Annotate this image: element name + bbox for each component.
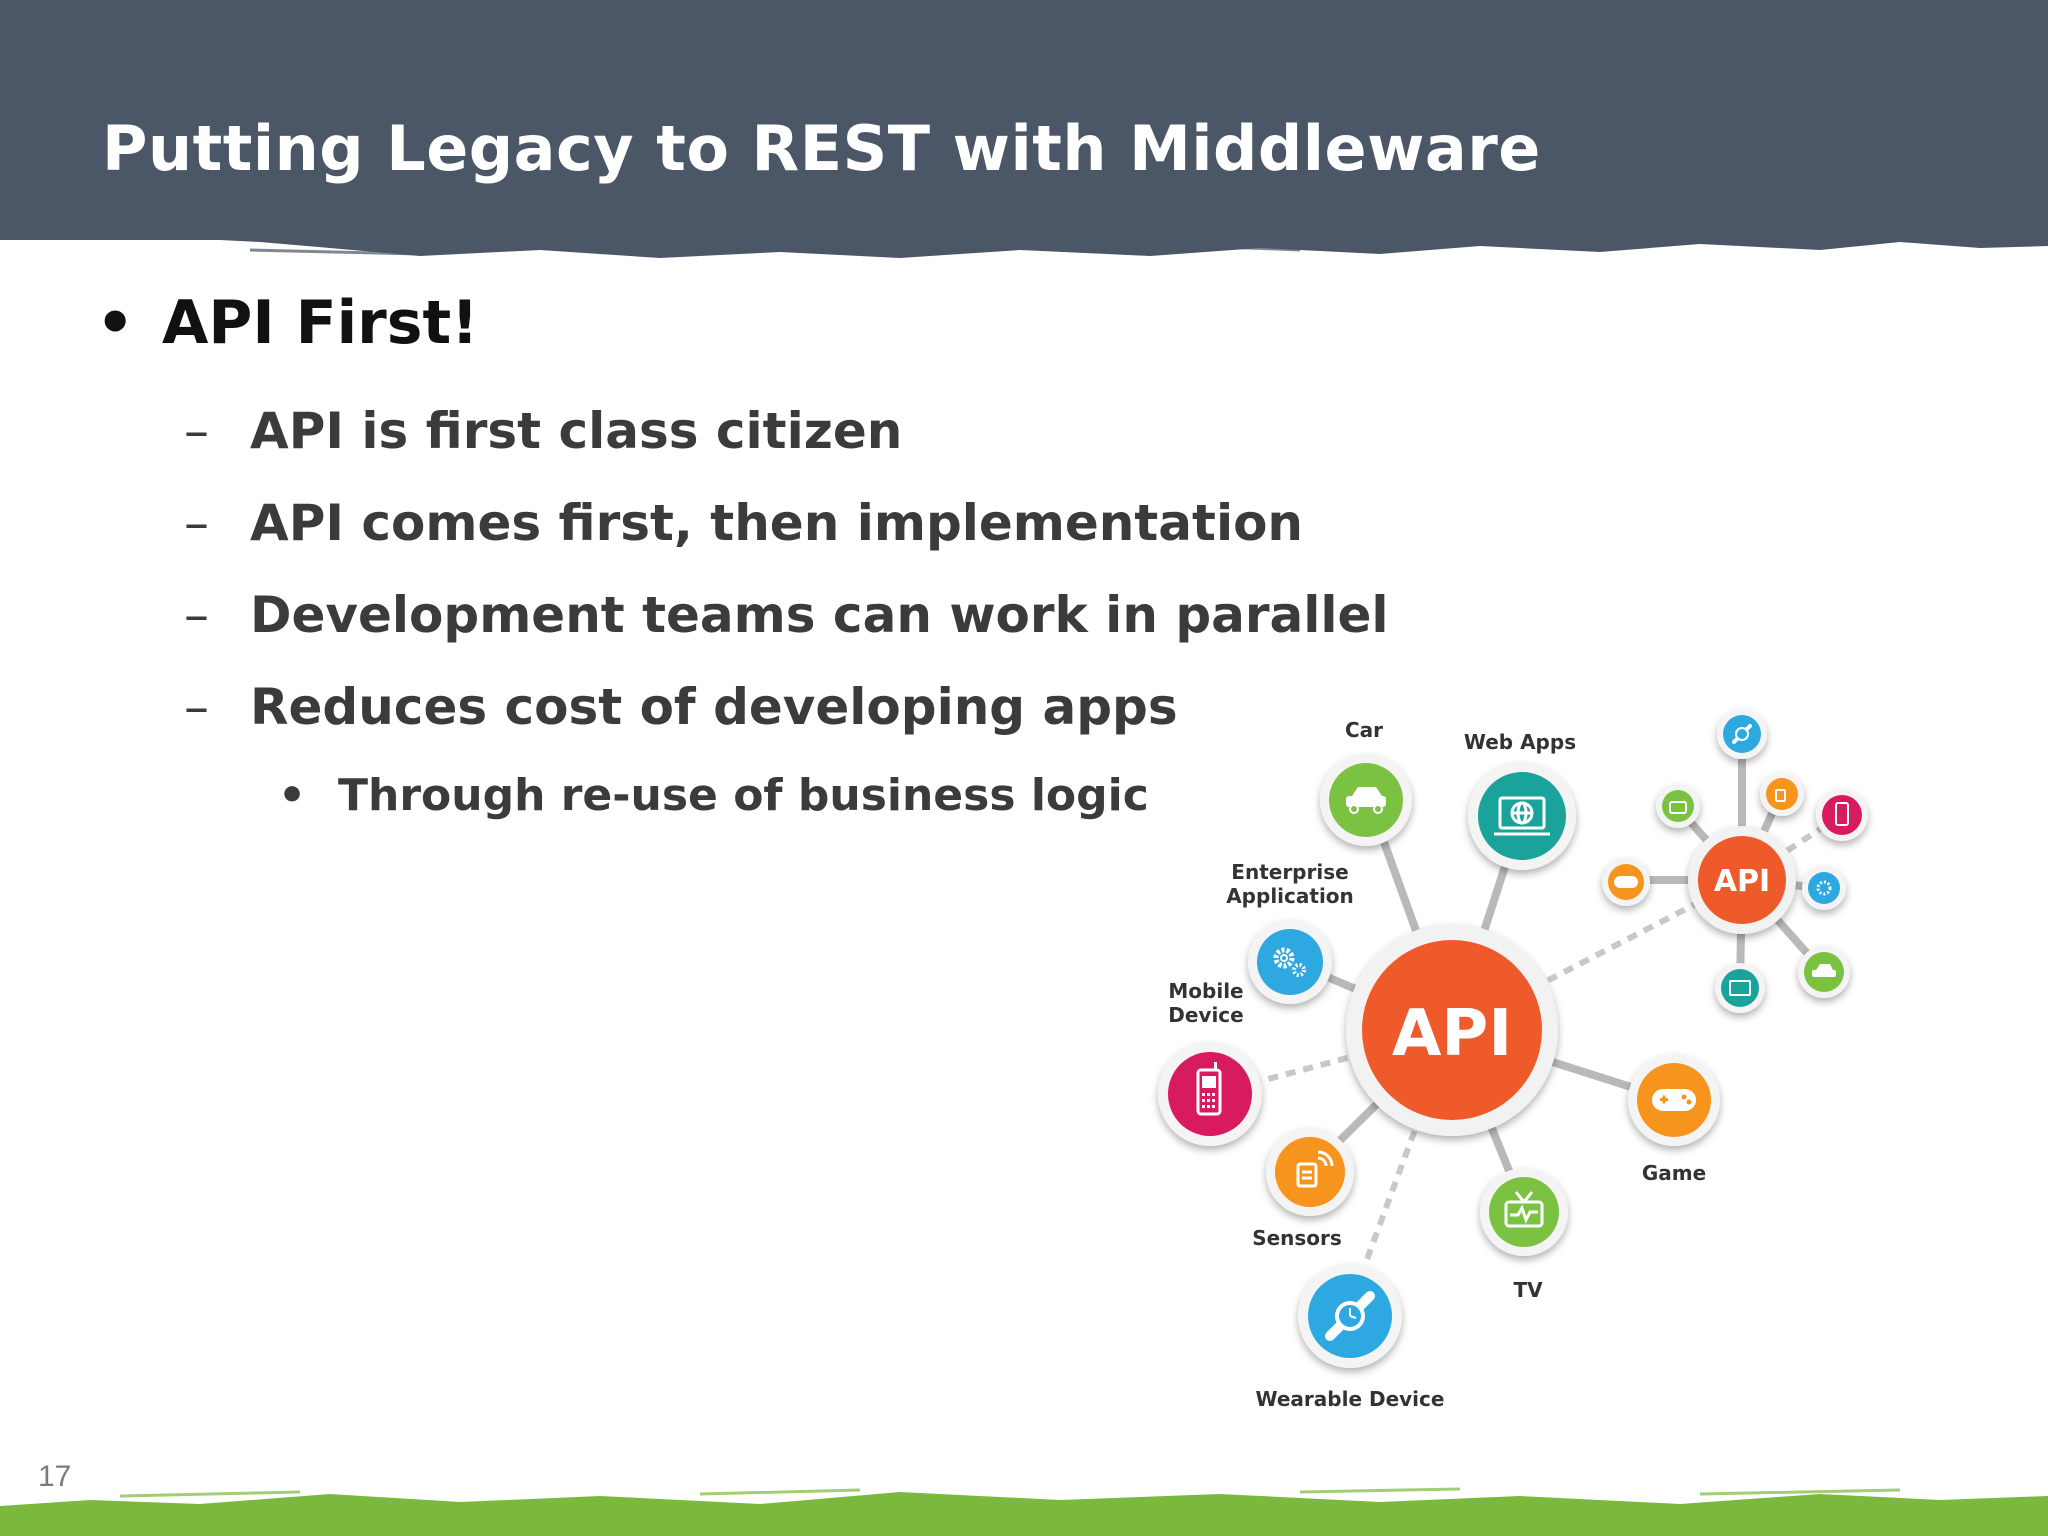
dash-marker: – <box>184 402 209 460</box>
header-brush-edge <box>0 228 2048 258</box>
footer-brush-edge <box>0 1487 2048 1536</box>
node-car: Car <box>1320 718 1412 846</box>
node-wearable-device: Wearable Device <box>1256 1264 1445 1411</box>
mini-game-node <box>1602 858 1650 906</box>
sub-bullet-text: Development teams can work in parallel <box>250 586 1389 644</box>
label-enterprise-line1: Enterprise <box>1231 860 1348 884</box>
gamepad-icon <box>1652 1089 1696 1111</box>
sub-bullet-text: API is first class citizen <box>250 402 903 460</box>
label-tv: TV <box>1513 1278 1543 1302</box>
mobile-phone-icon <box>1196 1062 1222 1116</box>
node-enterprise-application: Enterprise Application <box>1226 860 1354 1004</box>
sensor-icon <box>1775 789 1786 802</box>
node-game: Game <box>1628 1054 1720 1185</box>
label-mobile-line2: Device <box>1168 1003 1243 1027</box>
sub-bullet: –Development teams can work in parallel <box>184 586 1389 644</box>
bullet-api-first: • API First! <box>96 288 479 358</box>
watch-icon <box>1325 1291 1375 1341</box>
car-icon <box>1346 787 1386 814</box>
watch-icon <box>1732 724 1752 744</box>
gears-icon <box>1273 947 1306 977</box>
globe-monitor-icon <box>1729 980 1751 996</box>
label-web-apps: Web Apps <box>1464 730 1576 754</box>
node-web-apps: Web Apps <box>1464 730 1576 870</box>
gamepad-icon <box>1614 876 1638 888</box>
mini-web-node <box>1715 963 1765 1013</box>
sub-sub-bullet-text: Through re-use of business logic <box>338 770 1149 821</box>
sub-bullet-text: API comes first, then implementation <box>250 494 1304 552</box>
slide-number: 17 <box>38 1460 72 1493</box>
mobile-phone-icon <box>1835 802 1849 826</box>
sub-bullet: –Reduces cost of developing apps <box>184 678 1178 736</box>
gears-icon <box>1816 880 1832 896</box>
bullet-text: API First! <box>162 288 479 358</box>
slide-title: Putting Legacy to REST with Middleware <box>102 112 1541 185</box>
sub-bullet: –API is first class citizen <box>184 402 902 460</box>
node-sensors: Sensors <box>1252 1128 1354 1250</box>
mini-api-label: API <box>1714 864 1770 899</box>
label-wearable-device: Wearable Device <box>1256 1387 1445 1411</box>
label-car: Car <box>1345 718 1383 742</box>
sub-sub-bullet: • Through re-use of business logic <box>278 770 1149 821</box>
tv-icon <box>1669 801 1687 814</box>
api-hub-diagram: API Car Web Apps <box>1158 709 1868 1411</box>
mini-gears-node <box>1802 866 1846 910</box>
mini-sensor-node <box>1760 772 1804 816</box>
label-game: Game <box>1642 1161 1706 1185</box>
label-sensors: Sensors <box>1252 1226 1342 1250</box>
label-mobile-line1: Mobile <box>1168 979 1243 1003</box>
dash-marker: – <box>184 586 209 644</box>
bullet-marker: • <box>278 770 307 821</box>
sub-bullet-text: Reduces cost of developing apps <box>250 678 1178 736</box>
dash-marker: – <box>184 494 209 552</box>
mini-car-node <box>1798 946 1850 998</box>
bullet-marker: • <box>96 288 135 358</box>
api-center-label: API <box>1392 997 1512 1071</box>
mini-api-cluster: API <box>1602 709 1868 1013</box>
sensor-icon <box>1296 1150 1334 1188</box>
globe-monitor-icon <box>1494 796 1550 836</box>
api-center-node: API <box>1346 924 1558 1136</box>
tv-icon <box>1504 1191 1544 1228</box>
dash-marker: – <box>184 678 209 736</box>
mini-mobile-node <box>1816 789 1868 841</box>
mini-tv-node <box>1656 784 1700 828</box>
node-mobile-device: Mobile Device <box>1158 979 1262 1146</box>
car-icon <box>1812 964 1836 977</box>
sub-bullet: –API comes first, then implementation <box>184 494 1303 552</box>
slide-header-bar <box>0 0 2048 240</box>
node-tv: TV <box>1480 1168 1568 1302</box>
mini-watch-node <box>1717 709 1767 759</box>
label-enterprise-line2: Application <box>1226 884 1354 908</box>
